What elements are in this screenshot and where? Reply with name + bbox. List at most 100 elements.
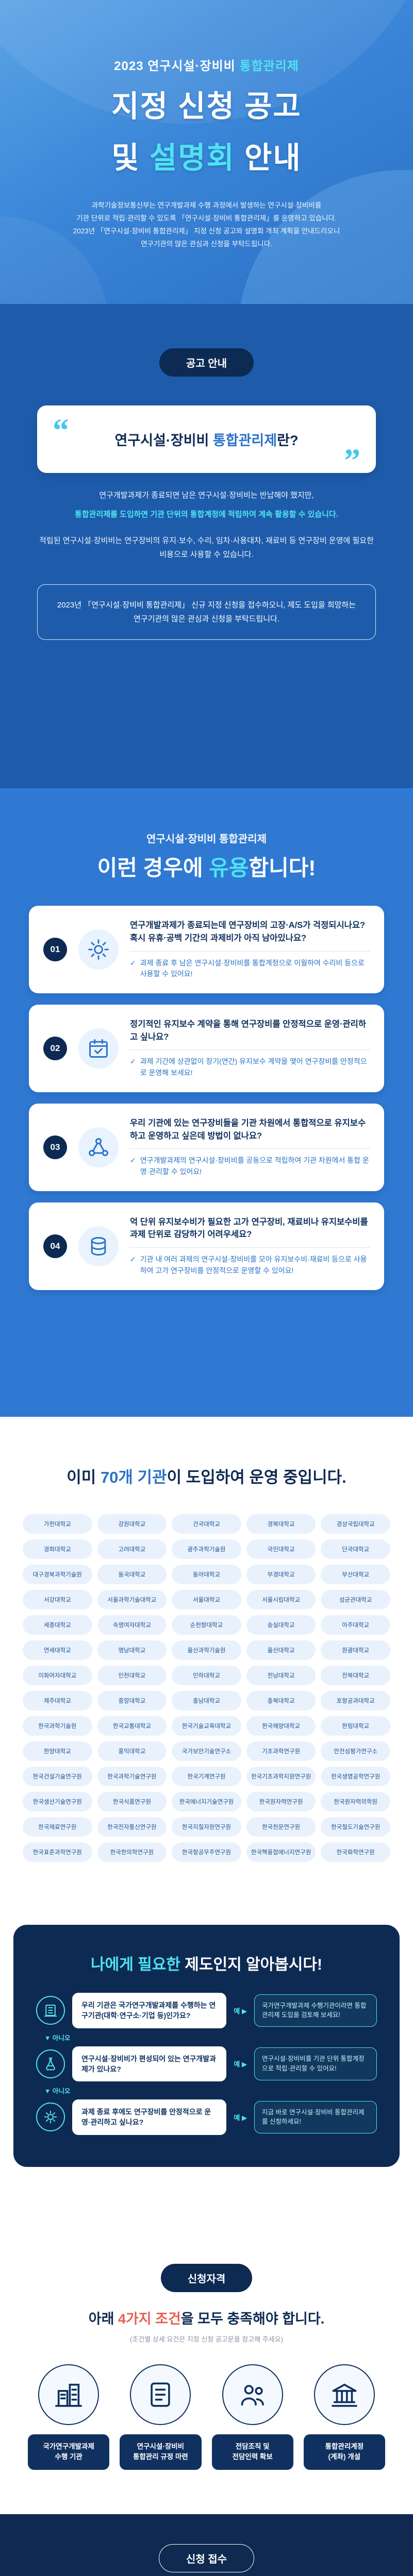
institution-pill: 한국기초과학지원연구원 [246, 1767, 316, 1786]
qualification-title: 아래 4가지 조건을 모두 충족해야 합니다. [28, 2308, 385, 2328]
qualification-item-3: 전담조직 및 전담인력 확보 [211, 2364, 293, 2470]
qualification-item-2: 연구시설·장비비 통합관리 규정 마련 [120, 2364, 202, 2470]
institution-pill: 전남대학교 [246, 1666, 316, 1685]
checker-step-2: 연구시설·장비비가 편성되어 있는 연구개발과제가 있나요? 예 ▶ 연구시설·… [36, 2046, 377, 2082]
quote-open-icon: “ [53, 412, 69, 448]
useful-answer-text: 과제 종료 후 남은 연구시설·장비비를 통합계정으로 이월하여 수리비 등으로… [140, 958, 365, 978]
divider [130, 1148, 370, 1149]
institution-pill: 원광대학교 [321, 1640, 390, 1660]
divider [130, 1049, 370, 1050]
useful-answer: ✓ 과제 기간에 상관없이 장기(연간) 유지보수 계약을 맺어 연구장비를 안… [130, 1056, 370, 1078]
useful-card-1: 01 연구개발과제가 종료되는데 연구장비의 고장·A/S가 걱정되시나요? 혹… [29, 906, 384, 993]
institution-pill: 경상국립대학교 [321, 1514, 390, 1534]
institution-pill: 강원대학교 [97, 1514, 167, 1534]
no-arrow [36, 2135, 377, 2143]
institution-pill: 안전성평가연구소 [321, 1741, 390, 1761]
institution-pill: 연세대학교 [23, 1640, 92, 1660]
institution-pill: 한양대학교 [23, 1741, 92, 1761]
title2-prefix: 및 [111, 141, 150, 175]
definition-desc-highlight: 통합관리제를 도입하면 기관 단위의 통합계정에 적립하여 계속 활용할 수 있… [75, 510, 338, 519]
institution-pill: 단국대학교 [321, 1539, 390, 1559]
network-icon [78, 1127, 119, 1167]
number-badge: 02 [43, 1036, 67, 1060]
apply-section: 신청 접수 신청 기간 2023. 5. 22.(월) ~ 10. 5.(목) … [0, 2514, 413, 2576]
check-icon: ✓ [130, 1156, 136, 1165]
qualification-badge: 신청자격 [160, 2264, 253, 2292]
institution-pill: 이화여자대학교 [23, 1666, 92, 1685]
institution-pill: 기초과학연구원 [246, 1741, 316, 1761]
useful-card-list: 01 연구개발과제가 종료되는데 연구장비의 고장·A/S가 걱정되시나요? 혹… [29, 906, 384, 1290]
qual-title-suffix: 을 모두 충족해야 합니다. [180, 2311, 325, 2327]
useful-answer-text: 연구개발과제의 연구시설·장비비를 공동으로 적립하여 기관 차원에서 통합 운… [140, 1156, 369, 1176]
qualification-items: 국가연구개발과제 수행 기관 연구시설·장비비 통합관리 규정 마련 전담조직 … [28, 2364, 385, 2470]
title2-highlight: 설명회 [149, 141, 235, 175]
number-badge: 04 [43, 1234, 67, 1258]
institution-pill: 세종대학교 [23, 1615, 92, 1635]
institution-pill: 한국원자력의학원 [321, 1792, 390, 1811]
checker-result: 연구시설·장비비를 기관 단위 통합계정으로 적립·관리할 수 있어요! [254, 2047, 377, 2080]
institution-pill: 서울시립대학교 [246, 1590, 316, 1609]
checker-title-rest: 제도인지 알아봅시다! [180, 1956, 322, 1973]
institution-pill: 중앙대학교 [97, 1691, 167, 1710]
qual-title-highlight: 4가지 조건 [118, 2311, 181, 2327]
definition-desc-2: 적립된 연구시설·장비비는 연구장비의 유지·보수, 수리, 임차·사용대차, … [39, 536, 374, 559]
check-icon: ✓ [130, 1057, 136, 1066]
adopters-title-prefix: 이미 [67, 1468, 101, 1486]
definition-q-prefix: 연구시설·장비비 [114, 433, 213, 448]
building-icon [36, 1996, 65, 2025]
institution-pill: 한국과학기술원 [23, 1716, 92, 1736]
notice-section: 공고 안내 “ 연구시설·장비비 통합관리제란? ” 연구개발과제가 종료되면 … [0, 304, 413, 788]
institution-pill: 한국항공우주연구원 [172, 1842, 241, 1862]
institution-pill: 고려대학교 [97, 1539, 167, 1559]
gear-wrench-icon [78, 929, 119, 970]
institution-pill: 경북대학교 [246, 1514, 316, 1534]
institution-pill: 아주대학교 [321, 1615, 390, 1635]
useful-text: 우리 기관에 있는 연구장비들을 기관 차원에서 통합적으로 유지보수하고 운영… [130, 1117, 370, 1178]
useful-answer-text: 기관 내 여러 과제의 연구시설·장비비를 모아 유지보수비·재료비 등으로 사… [140, 1255, 367, 1275]
institution-pill: 제주대학교 [23, 1691, 92, 1710]
useful-question: 연구개발과제가 종료되는데 연구장비의 고장·A/S가 걱정되시나요? 혹시 유… [130, 921, 366, 943]
useful-answer: ✓ 과제 종료 후 남은 연구시설·장비비를 통합계정으로 이월하여 수리비 등… [130, 958, 370, 980]
institution-pill: 인하대학교 [172, 1666, 241, 1685]
poster-title-line1: 지정 신청 공고 [111, 90, 302, 123]
definition-q-suffix: 란? [277, 433, 299, 448]
institution-pill: 한국화학연구원 [321, 1842, 390, 1862]
institution-pill: 부산대학교 [321, 1565, 390, 1584]
qualification-label: 전담조직 및 전담인력 확보 [211, 2434, 293, 2470]
institution-pill: 한국기술교육대학교 [172, 1716, 241, 1736]
document-icon [130, 2364, 191, 2425]
checker-question: 우리 기관은 국가연구개발과제를 수행하는 연구기관(대학·연구소·기업 등)인… [72, 1993, 227, 2028]
institution-pill: 동국대학교 [97, 1565, 167, 1584]
useful-text: 억 단위 유지보수비가 필요한 고가 연구장비, 재료비나 유지보수비를 과제 … [130, 1216, 370, 1277]
checker-result: 지금 바로 연구시설·장비비 통합관리제를 신청하세요! [254, 2100, 377, 2134]
yes-arrow: 예 ▶ [234, 2060, 247, 2069]
useful-answer: ✓ 연구개발과제의 연구시설·장비비를 공동으로 적립하여 기관 차원에서 통합… [130, 1155, 370, 1177]
building-icon [38, 2364, 100, 2425]
institution-pill: 한림대학교 [321, 1716, 390, 1736]
poster-kicker: 2023 연구시설·장비비 통합관리제 [0, 56, 413, 74]
adopters-title-suffix: 이 도입하여 운영 중입니다. [167, 1468, 346, 1486]
apply-badge: 신청 접수 [158, 2544, 255, 2572]
header-paragraph-line: 기관 단위로 적립·관리할 수 있도록 「연구시설·장비비 통합관리제」를 운영… [76, 214, 337, 222]
checker-question: 연구시설·장비비가 편성되어 있는 연구개발과제가 있나요? [72, 2046, 227, 2082]
number-badge: 03 [43, 1135, 67, 1159]
qual-title-prefix: 아래 [88, 2311, 118, 2327]
useful-title: 이런 경우에 유용합니다! [29, 851, 384, 882]
institution-pill: 한국전자통신연구원 [97, 1817, 167, 1837]
team-icon [222, 2364, 283, 2425]
qualification-item-4: 통합관리계정 (계좌) 개설 [303, 2364, 385, 2470]
institution-pill: 한국생산기술연구원 [23, 1792, 92, 1811]
definition-desc-1: 연구개발과제가 종료되면 남은 연구시설·장비비는 반납해야 했지만, [99, 491, 314, 500]
useful-title-suffix: 합니다! [249, 856, 316, 880]
qualification-note: (조건별 상세 요건은 지정 신청 공고문을 참고해 주세요) [129, 2335, 284, 2343]
institution-pill: 서울과학기술대학교 [97, 1590, 167, 1609]
yes-arrow: 예 ▶ [234, 2007, 247, 2015]
definition-q-highlight: 통합관리제 [212, 433, 277, 448]
checker-title: 나에게 필요한 제도인지 알아봅시다! [36, 1952, 377, 1974]
useful-question: 우리 기관에 있는 연구장비들을 기관 차원에서 통합적으로 유지보수하고 운영… [130, 1118, 366, 1141]
institution-pill: 충남대학교 [172, 1691, 241, 1710]
adopters-title: 이미 70개 기관이 도입하여 운영 중입니다. [23, 1464, 390, 1487]
qualification-label: 통합관리계정 (계좌) 개설 [303, 2434, 385, 2470]
